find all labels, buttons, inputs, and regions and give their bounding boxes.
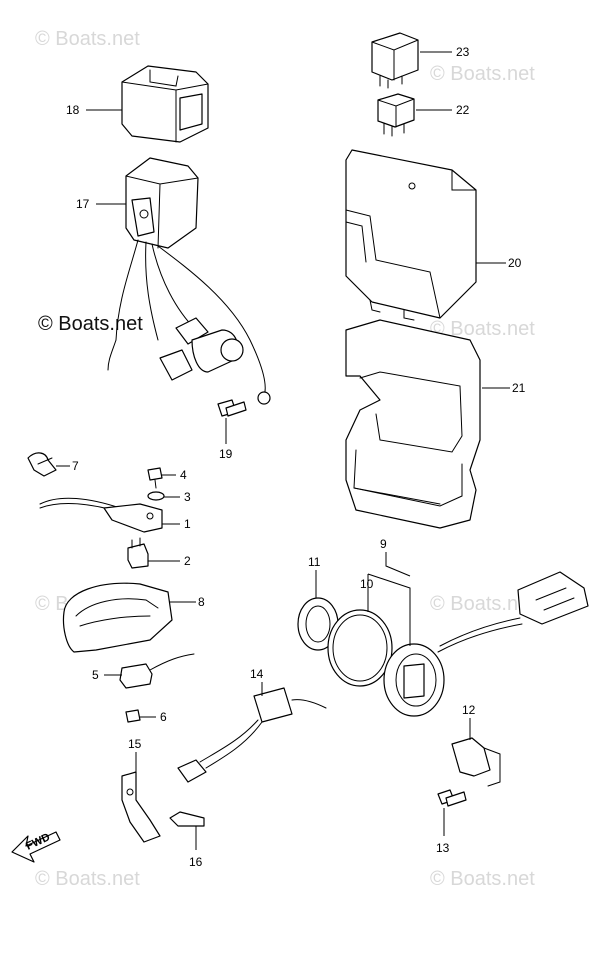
part-20-ecu bbox=[345, 149, 477, 321]
callout-2: 2 bbox=[184, 554, 191, 568]
part-1-sensor bbox=[39, 497, 163, 533]
watermark-1: © Boats.net bbox=[35, 28, 140, 50]
callout-19: 19 bbox=[219, 447, 233, 461]
part-14-harness bbox=[177, 687, 327, 783]
watermark-2: © Boats.net bbox=[430, 63, 535, 85]
callout-22: 22 bbox=[456, 103, 470, 117]
callout-12: 12 bbox=[462, 703, 476, 717]
part-21-holder bbox=[345, 319, 481, 529]
callout-1: 1 bbox=[184, 517, 191, 531]
part-3-washer bbox=[147, 491, 165, 501]
part-2-sensor-bracket bbox=[127, 537, 149, 569]
leader-lines bbox=[56, 51, 510, 850]
part-7-clip bbox=[27, 452, 57, 477]
part-16-bolt bbox=[169, 811, 205, 827]
callout-7: 7 bbox=[72, 459, 79, 473]
callout-23: 23 bbox=[456, 45, 470, 59]
part-15-bracket bbox=[121, 771, 161, 843]
callout-3: 3 bbox=[184, 490, 191, 504]
part-8-cover bbox=[62, 582, 173, 653]
callout-8: 8 bbox=[198, 595, 205, 609]
callout-10: 10 bbox=[360, 577, 374, 591]
callout-17: 17 bbox=[76, 197, 90, 211]
part-19-bolt bbox=[217, 399, 247, 417]
fwd-arrow-icon: FWD bbox=[11, 831, 61, 863]
part-23-relay bbox=[371, 32, 419, 89]
watermark-5: © Boats.net bbox=[430, 593, 535, 615]
part-4-screw bbox=[147, 467, 163, 489]
part-17-module bbox=[107, 157, 271, 405]
callout-14: 14 bbox=[250, 667, 264, 681]
callout-6: 6 bbox=[160, 710, 167, 724]
part-18-cover bbox=[121, 65, 209, 143]
callouts: 23 22 18 17 20 21 19 7 4 3 1 2 8 5 6 14 … bbox=[66, 45, 526, 869]
part-10-oring bbox=[327, 609, 393, 687]
callout-20: 20 bbox=[508, 256, 522, 270]
watermark-3: © Boats.net bbox=[430, 318, 535, 340]
callout-18: 18 bbox=[66, 103, 80, 117]
callout-5: 5 bbox=[92, 668, 99, 682]
watermark-6: © Boats.net bbox=[35, 868, 140, 890]
watermark-7: © Boats.net bbox=[430, 868, 535, 890]
part-12-clamp bbox=[451, 737, 501, 787]
callout-13: 13 bbox=[436, 841, 450, 855]
part-11-grommet bbox=[297, 597, 339, 651]
callout-15: 15 bbox=[128, 737, 142, 751]
part-22-relay bbox=[377, 93, 415, 137]
callout-9: 9 bbox=[380, 537, 387, 551]
callout-4: 4 bbox=[180, 468, 187, 482]
callout-16: 16 bbox=[189, 855, 203, 869]
part-9-socket bbox=[383, 571, 589, 717]
part-6-screw bbox=[125, 709, 141, 723]
callout-11: 11 bbox=[308, 555, 321, 569]
callout-21: 21 bbox=[512, 381, 526, 395]
brand-mark: © Boats.net bbox=[38, 313, 143, 335]
part-5-sensor bbox=[119, 653, 195, 689]
part-13-bolt bbox=[437, 789, 467, 807]
